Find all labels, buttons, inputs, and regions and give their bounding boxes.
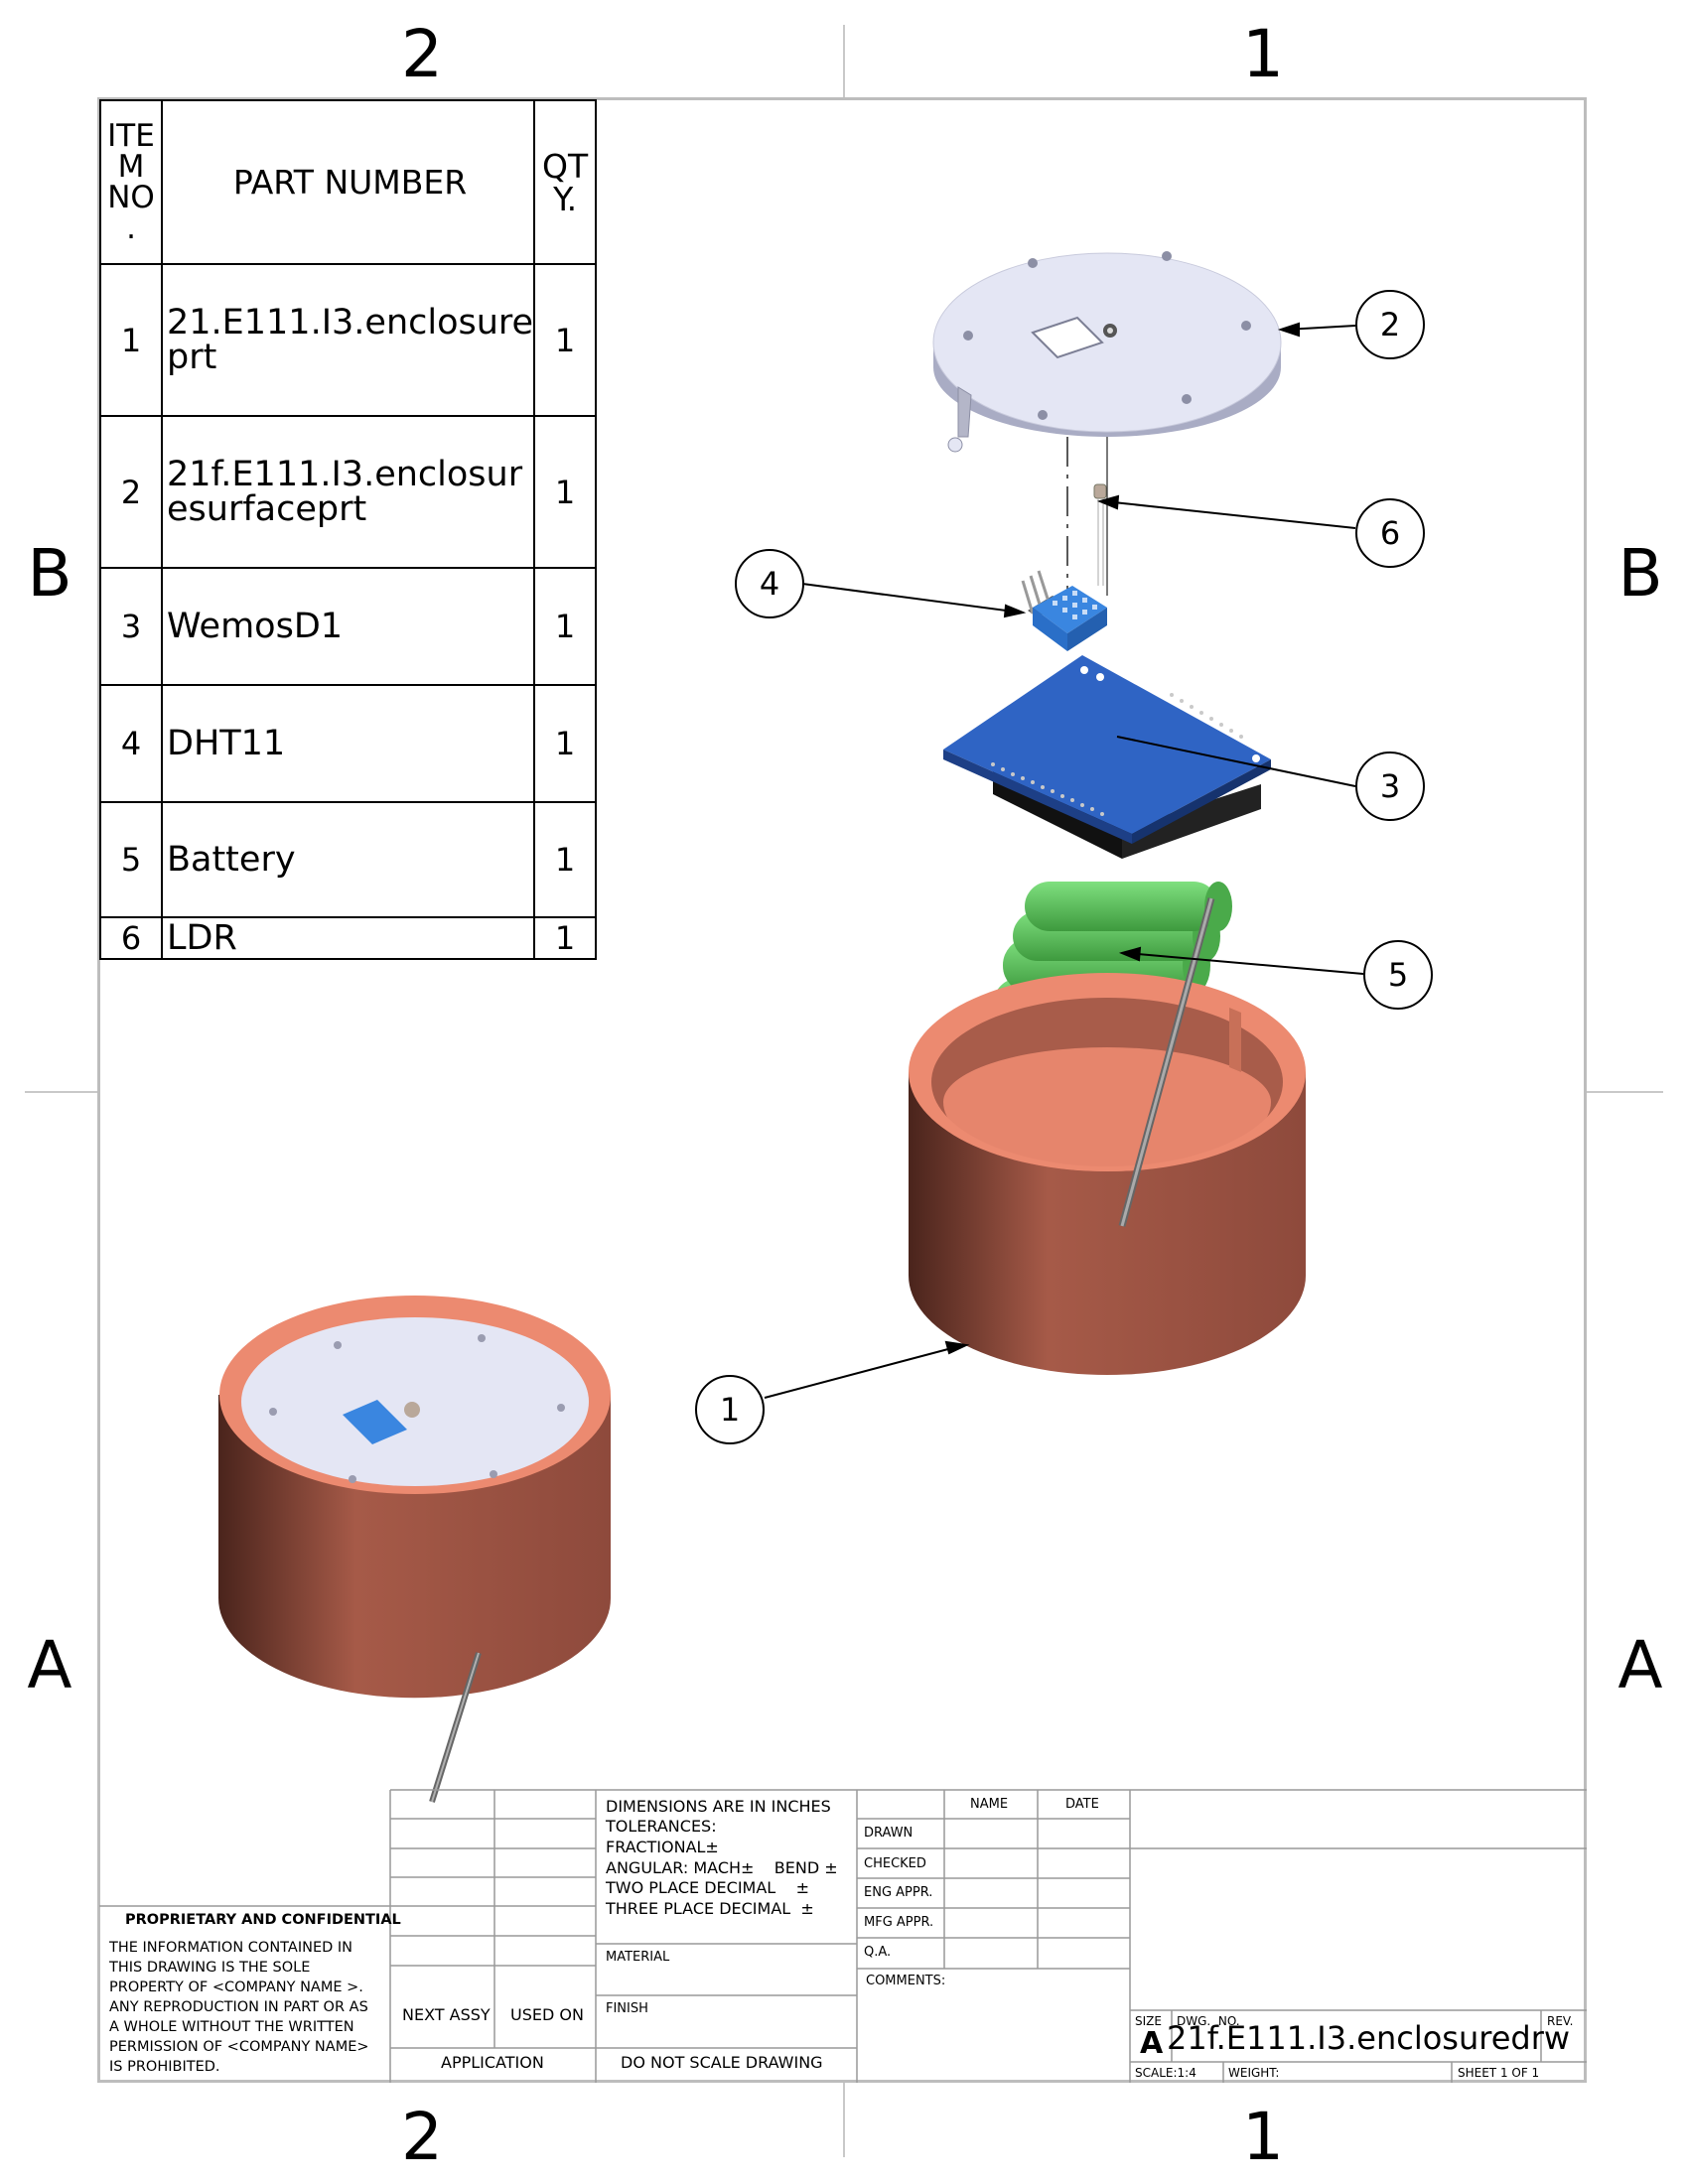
finish-label: FINISH <box>606 2001 648 2016</box>
bom-header-row: ITE M NO . PART NUMBER QT Y. <box>99 99 598 265</box>
bom-part-number: DHT11 <box>160 684 536 803</box>
ldr-part <box>1093 483 1107 586</box>
bom-qty: 1 <box>533 415 598 569</box>
zone-divider-left <box>25 1091 97 1093</box>
drawing-border <box>97 97 1587 2083</box>
bom-item-no: 3 <box>99 567 163 686</box>
zone-label-top-1: 1 <box>1242 16 1284 92</box>
angular-tolerance: ANGULAR: MACH± BEND ± <box>606 1858 838 1877</box>
balloon-6-label: 6 <box>1379 514 1401 552</box>
rev-label: REV. <box>1547 2014 1574 2028</box>
zone-label-left-b: B <box>27 535 72 612</box>
zone-label-left-a: A <box>27 1627 72 1704</box>
leader-lines <box>764 322 1364 1399</box>
comments-label: COMMENTS: <box>866 1974 946 1988</box>
drawn-label: DRAWN <box>864 1826 914 1841</box>
bom-item-no: 4 <box>99 684 163 803</box>
balloon-4: 4 <box>735 549 804 618</box>
zone-label-right-a: A <box>1618 1627 1663 1704</box>
scale-value: SCALE:1:4 <box>1135 2066 1196 2080</box>
balloon-2: 2 <box>1355 290 1425 359</box>
bom-row: 6 LDR 1 <box>99 916 598 960</box>
lid-part <box>932 251 1282 453</box>
used-on-label: USED ON <box>510 2005 584 2024</box>
fractional-tolerance: FRACTIONAL± <box>606 1838 719 1856</box>
balloon-5-label: 5 <box>1387 956 1409 994</box>
proprietary-heading: PROPRIETARY AND CONFIDENTIAL <box>125 1912 401 1928</box>
size-value: A <box>1140 2026 1164 2061</box>
drawing-number: 21f.E111.I3.enclosuredrw <box>1167 2019 1571 2057</box>
dwg-no-label: DWG. NO. <box>1177 2014 1240 2028</box>
enclosure-part <box>909 897 1306 1375</box>
bom-header-qty: QT Y. <box>533 99 598 265</box>
bom-part-number: WemosD1 <box>160 567 536 686</box>
bom-part-number: LDR <box>160 916 536 960</box>
balloon-3-label: 3 <box>1379 767 1401 805</box>
mfg-appr-label: MFG APPR. <box>864 1915 934 1930</box>
balloon-1-label: 1 <box>719 1391 741 1429</box>
bom-qty: 1 <box>533 263 598 417</box>
bom-item-no: 6 <box>99 916 163 960</box>
qa-label: Q.A. <box>864 1945 892 1960</box>
bom-row: 4 DHT11 1 <box>99 684 598 803</box>
dht11-part <box>1021 570 1107 651</box>
bom-part-number: 21.E111.I3.enclosure prt <box>160 263 536 417</box>
balloon-1: 1 <box>695 1375 765 1444</box>
bom-qty: 1 <box>533 801 598 918</box>
balloon-3: 3 <box>1355 751 1425 821</box>
bom-part-number: 21f.E111.I3.enclosur esurfaceprt <box>160 415 536 569</box>
date-column-header: DATE <box>1065 1797 1099 1812</box>
bom-qty: 1 <box>533 567 598 686</box>
zone-divider-right <box>1587 1091 1663 1093</box>
sheet-number: SHEET 1 OF 1 <box>1458 2066 1540 2080</box>
bom-item-no: 2 <box>99 415 163 569</box>
two-place-tolerance: TWO PLACE DECIMAL ± <box>606 1878 809 1897</box>
do-not-scale-note: DO NOT SCALE DRAWING <box>621 2053 823 2072</box>
bom-qty: 1 <box>533 684 598 803</box>
zone-divider-top <box>843 25 845 97</box>
bom-header-part-number: PART NUMBER <box>160 99 536 265</box>
wemos-board-part <box>943 655 1271 859</box>
bom-row: 2 21f.E111.I3.enclosur esurfaceprt 1 <box>99 415 598 569</box>
eng-appr-label: ENG APPR. <box>864 1885 933 1900</box>
weight-label: WEIGHT: <box>1228 2066 1280 2080</box>
proprietary-text: THE INFORMATION CONTAINED IN THIS DRAWIN… <box>109 1940 369 2075</box>
three-place-tolerance: THREE PLACE DECIMAL ± <box>606 1899 814 1918</box>
balloon-5: 5 <box>1363 940 1433 1010</box>
dimensions-note: DIMENSIONS ARE IN INCHES <box>606 1797 831 1816</box>
material-label: MATERIAL <box>606 1950 670 1965</box>
zone-label-right-b: B <box>1618 535 1663 612</box>
balloon-6: 6 <box>1355 498 1425 568</box>
bom-part-number: Battery <box>160 801 536 918</box>
bom-header-item-no: ITE M NO . <box>99 99 163 265</box>
checked-label: CHECKED <box>864 1856 926 1871</box>
bom-qty: 1 <box>533 916 598 960</box>
bom-row: 5 Battery 1 <box>99 801 598 918</box>
bom-item-no: 5 <box>99 801 163 918</box>
size-label: SIZE <box>1135 2014 1162 2028</box>
bom-row: 1 21.E111.I3.enclosure prt 1 <box>99 263 598 417</box>
bom-row: 3 WemosD1 1 <box>99 567 598 686</box>
name-column-header: NAME <box>970 1797 1009 1812</box>
zone-label-bottom-1: 1 <box>1242 2099 1284 2175</box>
bom-item-no: 1 <box>99 263 163 417</box>
zone-label-bottom-2: 2 <box>401 2099 443 2175</box>
application-label: APPLICATION <box>441 2053 544 2072</box>
assembled-enclosure-view <box>218 1296 611 1803</box>
balloon-4-label: 4 <box>759 565 780 603</box>
balloon-2-label: 2 <box>1379 306 1401 343</box>
bom-table: ITE M NO . PART NUMBER QT Y. 1 21.E111.I… <box>99 99 598 960</box>
zone-label-top-2: 2 <box>401 16 443 92</box>
tolerances-label: TOLERANCES: <box>606 1817 717 1836</box>
zone-divider-bottom <box>843 2083 845 2157</box>
next-assy-label: NEXT ASSY <box>402 2005 491 2024</box>
